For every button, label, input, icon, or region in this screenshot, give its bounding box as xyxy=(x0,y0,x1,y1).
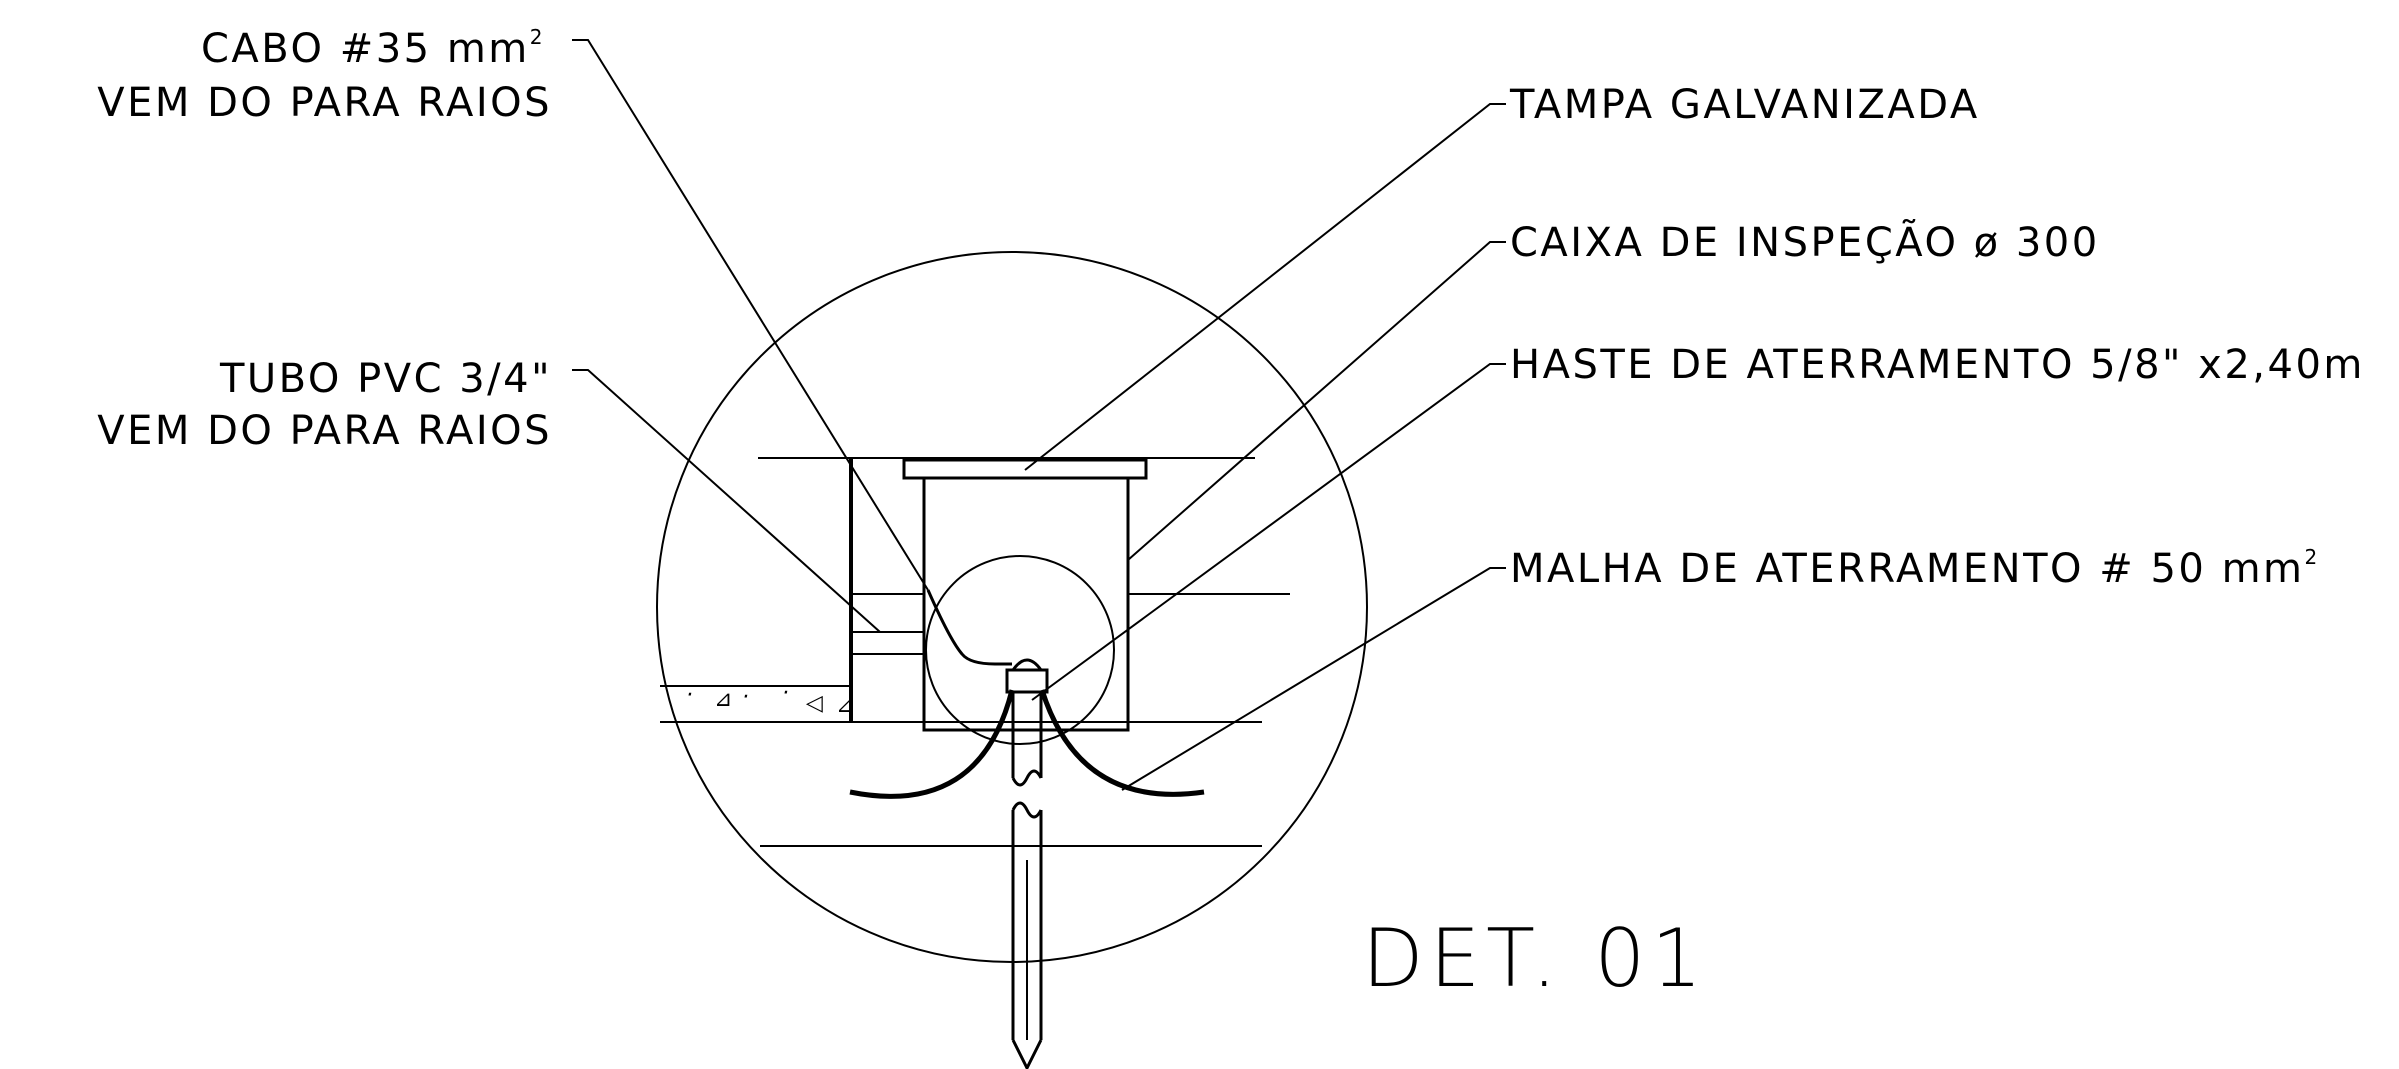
rod-clamp xyxy=(1005,668,1049,694)
leader-malha xyxy=(1121,567,1506,791)
svg-text:◁: ◁ xyxy=(806,691,823,716)
leader-caixa xyxy=(1127,241,1506,561)
leader-cabo xyxy=(572,39,929,591)
label-tubo-line1: TUBO PVC 3/4" xyxy=(219,356,552,402)
mesh-arc-left xyxy=(849,689,1015,799)
cable-35mm xyxy=(926,589,1012,666)
rod-break-top xyxy=(1011,769,1043,787)
detail-title: DET. 01 xyxy=(1362,912,1708,1005)
label-tubo-line2: VEM DO PARA RAIOS xyxy=(97,408,552,454)
svg-text:⊿: ⊿ xyxy=(714,687,732,712)
rod-tip xyxy=(1011,1039,1043,1069)
rod-clamp-cap xyxy=(1011,658,1043,671)
svg-text:·: · xyxy=(782,681,789,706)
rod-break-bottom xyxy=(1011,801,1043,819)
label-cabo-line2: VEM DO PARA RAIOS xyxy=(97,80,552,126)
svg-text:·: · xyxy=(742,685,749,710)
label-cabo-line1: CABO #35 mm2 xyxy=(201,25,545,72)
svg-text:·: · xyxy=(686,683,693,708)
inspection-opening-circle xyxy=(925,555,1115,745)
label-haste: HASTE DE ATERRAMENTO 5/8" x2,40m xyxy=(1510,342,2365,388)
label-tampa: TAMPA GALVANIZADA xyxy=(1509,82,1980,128)
leader-tubo xyxy=(572,369,881,633)
galvanized-lid xyxy=(902,458,1148,480)
leader-tampa xyxy=(1024,103,1506,471)
leader-haste xyxy=(1031,363,1506,701)
label-malha: MALHA DE ATERRAMENTO # 50 mm2 xyxy=(1510,545,2320,592)
mesh-arc-right xyxy=(1039,689,1205,797)
label-caixa: CAIXA DE INSPEÇÃO ø 300 xyxy=(1510,218,2100,266)
